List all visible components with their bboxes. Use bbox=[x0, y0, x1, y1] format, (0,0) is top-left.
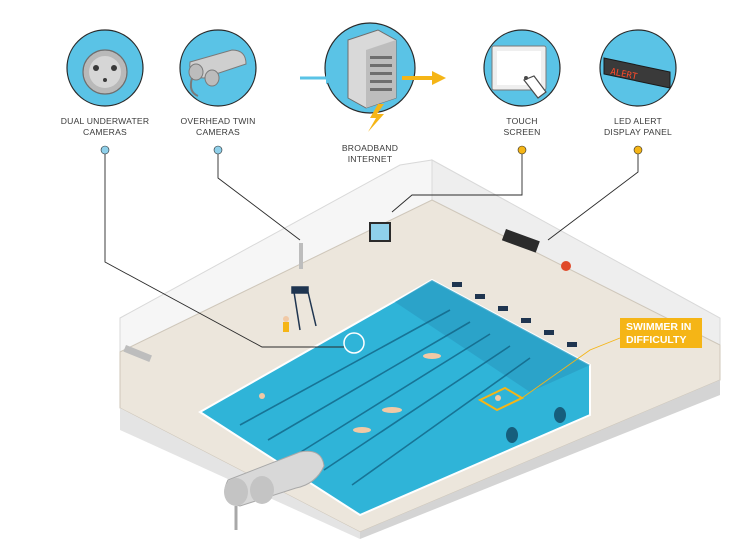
lifeguard bbox=[283, 316, 289, 332]
device-overhead-cameras bbox=[180, 30, 256, 106]
device-touch-screen bbox=[484, 30, 560, 106]
underwater-camera-housing bbox=[554, 407, 566, 423]
underwater-camera-housing bbox=[506, 427, 518, 443]
label-led-alert-display-panel: LED ALERT DISPLAY PANEL bbox=[573, 116, 703, 138]
label-overhead-twin-cameras: OVERHEAD TWIN CAMERAS bbox=[153, 116, 283, 138]
connector-led bbox=[548, 154, 638, 240]
alarm-beacon-icon bbox=[561, 261, 571, 271]
label-touch-screen: TOUCH SCREEN bbox=[457, 116, 587, 138]
indicator-dot bbox=[634, 146, 642, 154]
device-underwater-cameras bbox=[67, 30, 143, 106]
overhead-camera-mount bbox=[299, 243, 303, 269]
indicator-dot bbox=[214, 146, 222, 154]
swimmer-in-difficulty-callout: SWIMMER IN DIFFICULTY bbox=[620, 318, 702, 348]
device-broadband-internet bbox=[325, 23, 415, 132]
label-dual-underwater-cameras: DUAL UNDERWATER CAMERAS bbox=[40, 116, 170, 138]
indicator-dot bbox=[101, 146, 109, 154]
touch-screen-icon bbox=[492, 46, 546, 98]
pool-building bbox=[120, 160, 720, 539]
device-led-display: ALERT bbox=[600, 30, 676, 106]
underwater-camera-icon bbox=[83, 50, 127, 94]
server-icon bbox=[348, 30, 396, 132]
indicator-dot bbox=[518, 146, 526, 154]
label-broadband-internet: BROADBAND INTERNET bbox=[305, 143, 435, 165]
